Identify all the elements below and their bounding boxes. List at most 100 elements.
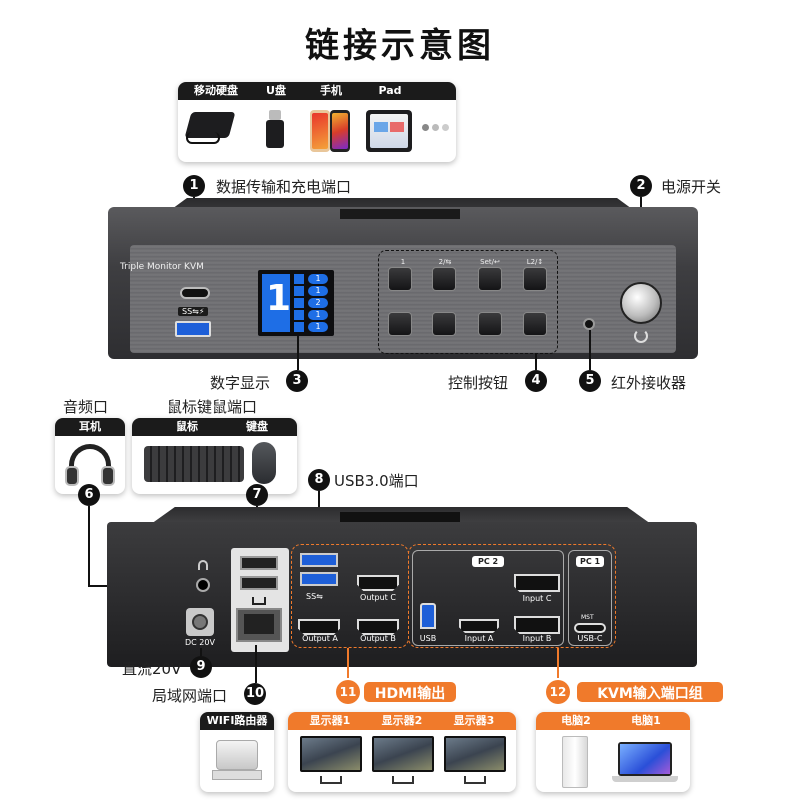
computers-header: 电脑2 电脑1 [536, 712, 690, 730]
laptop-icon [612, 742, 678, 786]
more-dots-icon [422, 124, 452, 132]
callout-5-number: 5 [579, 370, 601, 392]
tab-mouse: 鼠标 [176, 420, 198, 433]
power-knob[interactable] [620, 282, 662, 324]
output-c-label: Output C [360, 593, 396, 602]
output-a-label: Output A [302, 634, 338, 643]
usb3-port-1 [300, 553, 338, 567]
tab-monitor-1: 显示器1 [309, 714, 351, 727]
lcd-row-4-value: 1 [308, 310, 328, 320]
callout-7-number: 7 [246, 484, 268, 506]
page-title: 链接示意图 [305, 26, 495, 66]
control-button-8[interactable] [524, 313, 546, 335]
callout-6-line-v [88, 506, 90, 586]
callout-11-number: 11 [336, 680, 360, 704]
callout-1-label: 数据传输和充电端口 [216, 178, 352, 196]
hdmi-output-b [357, 619, 399, 635]
lcd-digit: 1 [266, 278, 292, 319]
front-usb-logo: SS⇋⚡ [178, 307, 209, 316]
pc2-box [412, 550, 564, 646]
lcd-row-3-value: 2 [308, 298, 328, 308]
callout-8-number: 8 [308, 469, 330, 491]
audio-jack-icon [198, 560, 208, 570]
tab-phone: 手机 [320, 84, 342, 97]
output-b-label: Output B [360, 634, 396, 643]
front-usb3-port [175, 321, 211, 337]
button-label-1: 1 [400, 258, 406, 266]
tab-computer-2: 电脑2 [561, 714, 591, 727]
callout-12-line [557, 648, 559, 678]
callout-10-line [255, 645, 257, 683]
lcd-row-5: 1 [294, 322, 332, 332]
monitor-2-icon [372, 736, 434, 786]
input-b-label: Input B [522, 634, 552, 643]
kvm-input-group [408, 544, 616, 648]
input-a-label: Input A [464, 634, 494, 643]
lcd-row-3: 2 [294, 298, 332, 308]
mouse-keyboard-header: 鼠标 键盘 [132, 418, 297, 436]
callout-12-bar [577, 682, 723, 702]
headphone-card: 耳机 [55, 418, 125, 494]
usb-stick-icon [266, 110, 284, 150]
control-button-1[interactable] [389, 268, 411, 290]
computers-card: 电脑2 电脑1 [536, 712, 690, 792]
usb3-port-2 [300, 572, 338, 586]
callout-9-number: 9 [190, 656, 212, 678]
storage-devices-card: 移动硬盘 U盘 手机 Pad [178, 82, 456, 162]
callout-11-bar [364, 682, 456, 702]
control-button-6[interactable] [433, 313, 455, 335]
callout-5-label: 红外接收器 [611, 374, 687, 392]
hard-drive-icon [184, 110, 246, 146]
hdmi-output-c [357, 575, 399, 591]
pc2-header: PC 2 [472, 556, 504, 567]
callout-4-line [535, 354, 537, 370]
usbc-label: USB-C [577, 634, 603, 643]
callout-4-number: 4 [525, 370, 547, 392]
router-card: WIFI路由器 [200, 712, 274, 792]
callout-10-label: 局域网端口 [152, 687, 228, 705]
pc1-header: PC 1 [576, 556, 604, 567]
monitors-header: 显示器1 显示器2 显示器3 [288, 712, 516, 730]
usb-b-port [420, 603, 436, 629]
callout-6-label: 音频口 [63, 398, 109, 416]
callout-11-line [347, 648, 349, 678]
lcd-row-4: 1 [294, 310, 332, 320]
network-icon [252, 597, 266, 605]
ir-receiver [583, 318, 595, 330]
tab-usb-drive: U盘 [266, 84, 286, 97]
dc-label: DC 20V [185, 638, 215, 647]
callout-5-line [589, 330, 591, 370]
usb-km-port-2 [240, 576, 278, 590]
control-button-5[interactable] [389, 313, 411, 335]
pc1-box [568, 550, 612, 646]
callout-7-label: 鼠标键鼠端口 [167, 398, 258, 416]
control-button-4[interactable] [524, 268, 546, 290]
mouse-icon [252, 442, 276, 484]
mouse-keyboard-card: 鼠标 键盘 [132, 418, 297, 494]
control-button-3[interactable] [479, 268, 501, 290]
callout-4-label: 控制按钮 [448, 374, 509, 392]
callout-8-label: USB3.0端口 [334, 472, 419, 490]
callout-3-number: 3 [286, 370, 308, 392]
dc-jack [186, 608, 214, 636]
storage-devices-header: 移动硬盘 U盘 手机 Pad [178, 82, 456, 100]
lcd-row-5-value: 1 [308, 322, 328, 332]
rear-brand-strip [340, 512, 460, 522]
front-model-label: Triple Monitor KVM [120, 262, 204, 272]
control-button-2[interactable] [433, 268, 455, 290]
headphone-header: 耳机 [55, 418, 125, 436]
lcd-row-2-value: 1 [308, 286, 328, 296]
monitor-1-icon [300, 736, 362, 786]
monitor-3-icon [444, 736, 506, 786]
power-icon [634, 329, 648, 343]
button-label-2: 2/⇆ [438, 258, 452, 266]
control-button-7[interactable] [479, 313, 501, 335]
tab-pad: Pad [378, 84, 402, 97]
lcd-row-2: 1 [294, 286, 332, 296]
callout-9-line [200, 648, 202, 656]
input-c-label: Input C [522, 594, 552, 603]
callout-9-label: 直流20V [122, 660, 182, 678]
keyboard-icon [144, 446, 244, 482]
button-label-3: Set/↩ [480, 258, 500, 266]
lcd-row-1: 1 [294, 274, 332, 284]
